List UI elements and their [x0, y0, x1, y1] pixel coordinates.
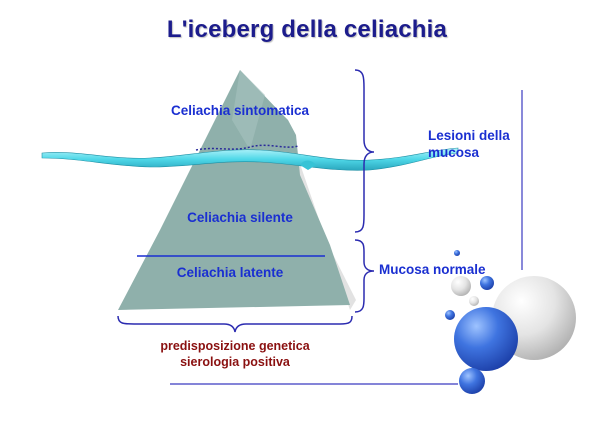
label-silente: Celiachia silente — [187, 210, 293, 225]
slide-title: L'iceberg della celiachia — [166, 16, 448, 43]
label-bottom: predisposizione genetica sierologia posi… — [130, 338, 340, 370]
bracket-lower — [354, 239, 375, 313]
waterline — [195, 144, 299, 151]
label-lesioni: Lesioni della mucosa — [428, 127, 548, 161]
water-under — [300, 160, 316, 170]
bubble-blue-large — [454, 307, 518, 371]
iceberg-side — [240, 70, 356, 310]
bubble-blue-tiny — [445, 310, 455, 320]
bubble-blue-bottom — [459, 368, 485, 394]
bubble-blue-dot — [454, 250, 460, 256]
label-predisposizione: predisposizione genetica — [160, 339, 310, 353]
label-lesioni-line1: Lesioni della — [428, 128, 510, 143]
bracket-upper — [354, 69, 375, 233]
bubble-blue-small — [480, 276, 494, 290]
label-sintomatica: Celiachia sintomatica — [170, 103, 310, 118]
bracket-bottom — [117, 315, 353, 333]
bubble-gray-tiny — [469, 296, 479, 306]
iceberg-highlight — [232, 70, 265, 150]
water-surface — [41, 147, 459, 171]
label-lesioni-line2: mucosa — [428, 145, 480, 160]
iceberg-body — [118, 70, 350, 310]
bubble-gray-small — [451, 276, 471, 296]
label-mucosa-normale: Mucosa normale — [379, 262, 486, 277]
label-latente: Celiachia latente — [176, 265, 284, 280]
label-sierologia: sierologia positiva — [180, 355, 290, 369]
